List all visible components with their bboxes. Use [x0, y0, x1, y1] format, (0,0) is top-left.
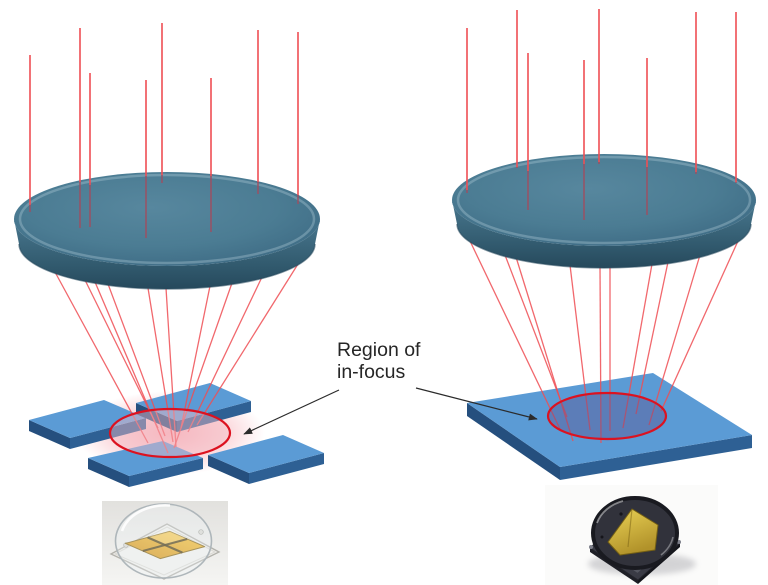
bond-dot: [600, 535, 604, 539]
light-ray: [622, 263, 653, 429]
die-plate-front: [560, 435, 752, 480]
glass-dome: [114, 503, 213, 579]
right-lens-bevel: [456, 155, 752, 245]
die-plate-front: [129, 458, 203, 487]
dome-reflection: [660, 536, 674, 556]
light-ray: [196, 263, 299, 426]
light-ray: [635, 261, 669, 415]
yellow-die: [607, 508, 659, 556]
die-plate-side: [88, 458, 129, 487]
light-ray: [648, 254, 701, 426]
die-plate-front: [70, 418, 146, 449]
die-plate-top: [208, 435, 324, 473]
focus-region-ring-left: [108, 407, 232, 459]
die-facet-line: [627, 508, 633, 548]
die-plate-side: [208, 455, 249, 484]
right-assembly: [452, 9, 756, 480]
substrate-pad: [198, 529, 204, 535]
annotation-text-line2: in-focus: [337, 361, 406, 383]
quad-die-array: [124, 530, 206, 560]
annotation: Region of in-focus: [243, 339, 538, 435]
left-assembly: [14, 23, 324, 487]
light-ray: [84, 279, 159, 429]
light-ray: [165, 287, 177, 448]
light-ray: [599, 265, 602, 444]
led-photo-multi-die: [102, 501, 228, 585]
ceramic-substrate-bevel: [113, 526, 217, 576]
die-plate-east: [208, 435, 324, 484]
die-plate-side: [467, 403, 560, 480]
incoming-rays-right: [466, 9, 737, 220]
annotation-arrow-right: [415, 387, 538, 421]
light-ray: [173, 282, 233, 449]
dome-reflection: [596, 500, 624, 524]
dome-highlight: [120, 504, 171, 532]
light-ray: [569, 264, 591, 431]
light-ray: [187, 276, 263, 433]
light-ray: [660, 240, 739, 412]
die-plate-top: [29, 400, 146, 438]
right-lens-rim: [452, 200, 756, 268]
annotation-text-line1: Region of: [337, 339, 421, 361]
left-lens-top: [14, 172, 320, 266]
light-ray: [147, 287, 174, 443]
left-lens-bevel: [18, 173, 316, 265]
die-plate-west: [29, 400, 146, 449]
incoming-rays-left: [29, 23, 299, 238]
left-lens: [14, 172, 320, 290]
dome-ring: [591, 496, 679, 570]
die-plate-side: [29, 420, 70, 449]
focus-region-ring-right: [546, 391, 668, 441]
package-corner-pad: [589, 545, 593, 549]
annotation-arrow-left: [243, 389, 340, 435]
die-plate-top: [88, 441, 203, 476]
right-lens-bottom-edge: [456, 223, 752, 269]
led-photo-single-die: [545, 485, 718, 585]
refracted-rays-right: [469, 240, 739, 444]
bond-dot: [619, 512, 623, 516]
light-ray: [515, 256, 574, 442]
die-gap-line: [147, 536, 183, 554]
left-lens-bottom-edge: [18, 243, 316, 290]
die-plate-front: [249, 453, 324, 484]
die-plate-top: [136, 383, 251, 421]
right-lens: [452, 154, 756, 269]
light-ray: [469, 240, 561, 430]
die-plate-south: [88, 441, 203, 487]
left-lens-rim: [14, 219, 320, 289]
right-lens-top: [452, 154, 756, 246]
light-ray: [94, 281, 169, 454]
light-ray: [180, 285, 211, 429]
